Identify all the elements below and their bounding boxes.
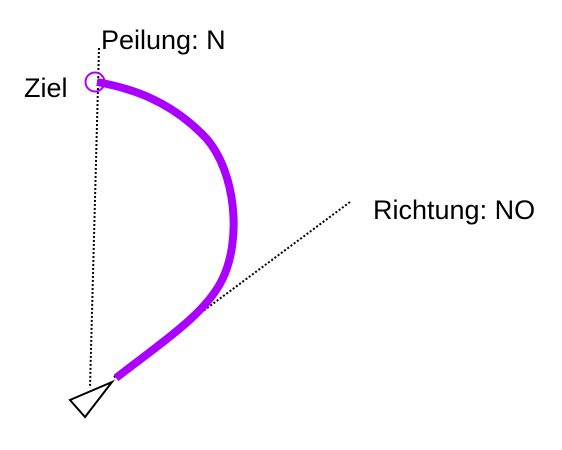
bearing-label: Peilung: N <box>101 25 226 55</box>
heading-label: Richtung: NO <box>373 195 535 225</box>
target-label: Ziel <box>24 73 68 103</box>
heading-line <box>112 201 351 379</box>
curved-path <box>96 78 238 382</box>
vessel-triangle-icon <box>68 379 116 419</box>
target-circle-icon <box>84 71 106 93</box>
bearing-line <box>89 47 100 389</box>
